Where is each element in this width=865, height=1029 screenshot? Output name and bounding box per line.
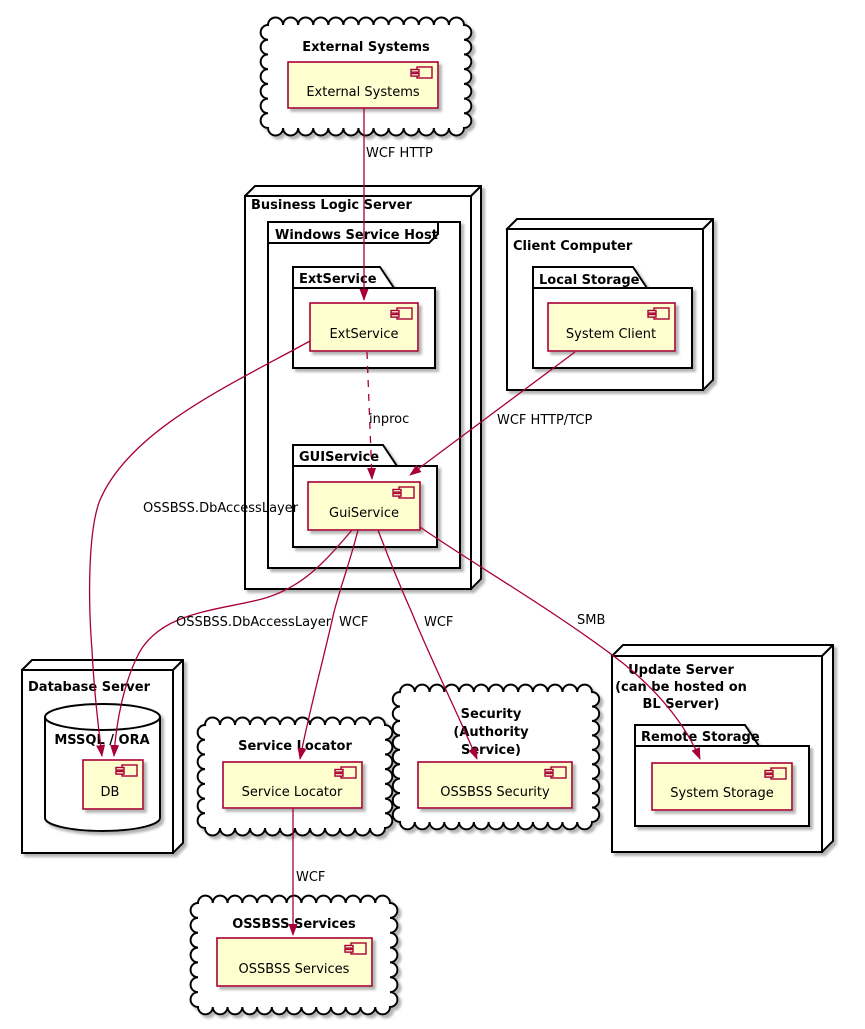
node-title-business-logic-server: Business Logic Server bbox=[251, 198, 413, 213]
edge-label-inproc: inproc bbox=[369, 412, 409, 427]
edges: WCF HTTP inproc WCF HTTP/TCP OSSBSS.DbAc… bbox=[88, 108, 701, 936]
component-icon bbox=[334, 766, 357, 779]
edge-label-wcf-security: WCF bbox=[424, 615, 453, 630]
cloud-title-security-line3: Service) bbox=[461, 743, 521, 758]
cloud-title-security-line1: Security bbox=[461, 707, 522, 722]
component-system-client: System Client bbox=[547, 302, 676, 352]
cloud-title-service-locator: Service Locator bbox=[238, 739, 352, 754]
component-icon bbox=[344, 942, 367, 955]
node-title-database-server: Database Server bbox=[28, 680, 151, 695]
component-label: System Client bbox=[566, 327, 656, 342]
node-title-client-computer: Client Computer bbox=[513, 239, 633, 254]
component-ext-service: ExtService bbox=[309, 302, 419, 352]
frame-tab bbox=[268, 222, 439, 244]
component-label: External Systems bbox=[306, 85, 420, 100]
component-icon bbox=[392, 486, 415, 499]
component-label: OSSBSS Services bbox=[239, 962, 350, 977]
node-bevel-edge bbox=[821, 644, 834, 657]
node-bevel-edge bbox=[702, 218, 714, 230]
component-icon bbox=[544, 766, 567, 779]
component-icon bbox=[115, 764, 138, 777]
edge-label-wcf-http-tcp: WCF HTTP/TCP bbox=[497, 413, 592, 428]
node-title-update-server-line1: Update Server bbox=[628, 663, 734, 678]
component-label: GuiService bbox=[329, 506, 399, 521]
edge-guiservice-to-locator bbox=[297, 529, 359, 760]
component-box bbox=[216, 937, 373, 987]
cylinder-top bbox=[44, 703, 161, 731]
cloud-title-external-systems: External Systems bbox=[302, 40, 430, 55]
edge-guiservice-to-db bbox=[110, 529, 353, 757]
cloud-title-ossbss-services: OSSBSS Services bbox=[232, 917, 356, 932]
component-service-locator: Service Locator bbox=[222, 761, 363, 809]
package-title-gui-service: GUIService bbox=[299, 450, 379, 465]
component-icon bbox=[390, 307, 413, 320]
edge-label-smb: SMB bbox=[577, 613, 605, 628]
edge-label-dbaccesslayer-2: OSSBSS.DbAccessLayer bbox=[176, 615, 332, 630]
edge-label-wcf-locator: WCF bbox=[339, 615, 368, 630]
component-icon bbox=[647, 307, 670, 320]
component-label: Service Locator bbox=[242, 785, 343, 800]
component-icon bbox=[764, 767, 787, 780]
component-box bbox=[307, 481, 421, 531]
edge-label-wcf-http: WCF HTTP bbox=[366, 146, 433, 161]
node-title-update-server-line2: (can be hosted on bbox=[615, 680, 747, 695]
edge-label-dbaccesslayer-1: OSSBSS.DbAccessLayer bbox=[143, 501, 299, 516]
package-title-local-storage: Local Storage bbox=[539, 273, 640, 288]
component-ossbss-security: OSSBSS Security bbox=[417, 761, 573, 809]
package-title-remote-storage: Remote Storage bbox=[641, 730, 760, 745]
component-system-storage: System Storage bbox=[651, 762, 793, 811]
component-icon bbox=[410, 66, 433, 79]
component-label: DB bbox=[101, 785, 120, 800]
node-title-update-server-line3: BL Server) bbox=[643, 697, 720, 712]
cloud-title-security-line2: (Authority bbox=[453, 725, 529, 740]
node-bevel-edge bbox=[172, 659, 184, 671]
frame-title-windows-service-host: Windows Service Host bbox=[275, 228, 438, 243]
component-ossbss-services: OSSBSS Services bbox=[216, 937, 373, 987]
edge-label-wcf-services: WCF bbox=[296, 870, 325, 885]
component-db: DB bbox=[82, 759, 144, 810]
component-gui-service: GuiService bbox=[307, 481, 421, 531]
database-title: MSSQL / ORA bbox=[54, 733, 149, 748]
edge-client-to-guiservice bbox=[409, 351, 576, 476]
component-label: OSSBSS Security bbox=[440, 785, 550, 800]
component-label: ExtService bbox=[329, 327, 398, 342]
package-title-ext-service: ExtService bbox=[299, 272, 377, 287]
node-bevel-edge bbox=[470, 185, 482, 197]
edge-extservice-to-db bbox=[88, 340, 311, 757]
edge-guiservice-to-security bbox=[377, 529, 478, 760]
component-external-systems: External Systems bbox=[287, 61, 439, 109]
component-label: System Storage bbox=[670, 786, 773, 801]
edge-guiservice-to-storage bbox=[419, 526, 701, 760]
